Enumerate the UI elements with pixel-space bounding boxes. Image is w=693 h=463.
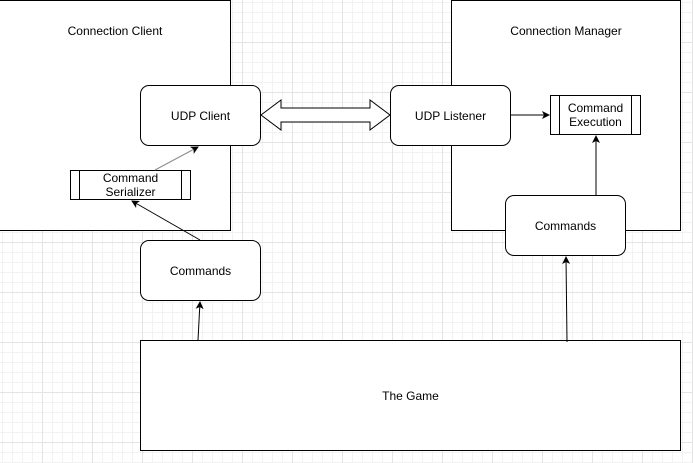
client-commands-label: Commands	[169, 263, 232, 278]
the-game-label: The Game	[382, 388, 439, 403]
the-game-node: The Game	[140, 340, 681, 451]
client-commands-node: Commands	[140, 240, 261, 301]
connection-client-title: Connection Client	[67, 24, 163, 38]
command-serializer-node: Command Serializer	[70, 170, 191, 200]
udp-listener-node: UDP Listener	[390, 85, 511, 146]
manager-commands-node: Commands	[505, 195, 626, 256]
manager-commands-label: Commands	[534, 218, 597, 233]
command-execution-node: Command Execution	[550, 95, 641, 135]
udp-client-label: UDP Client	[170, 108, 231, 123]
game-to-client-commands-arrow	[195, 301, 204, 341]
connection-manager-title: Connection Manager	[510, 24, 622, 38]
command-serializer-label: Command Serializer	[102, 171, 159, 199]
udp-link-double-arrow	[260, 99, 391, 131]
command-execution-label: Command Execution	[567, 101, 624, 129]
udp-listener-label: UDP Listener	[414, 108, 487, 123]
game-to-manager-commands-arrow	[562, 256, 571, 343]
udp-client-node: UDP Client	[140, 85, 261, 146]
